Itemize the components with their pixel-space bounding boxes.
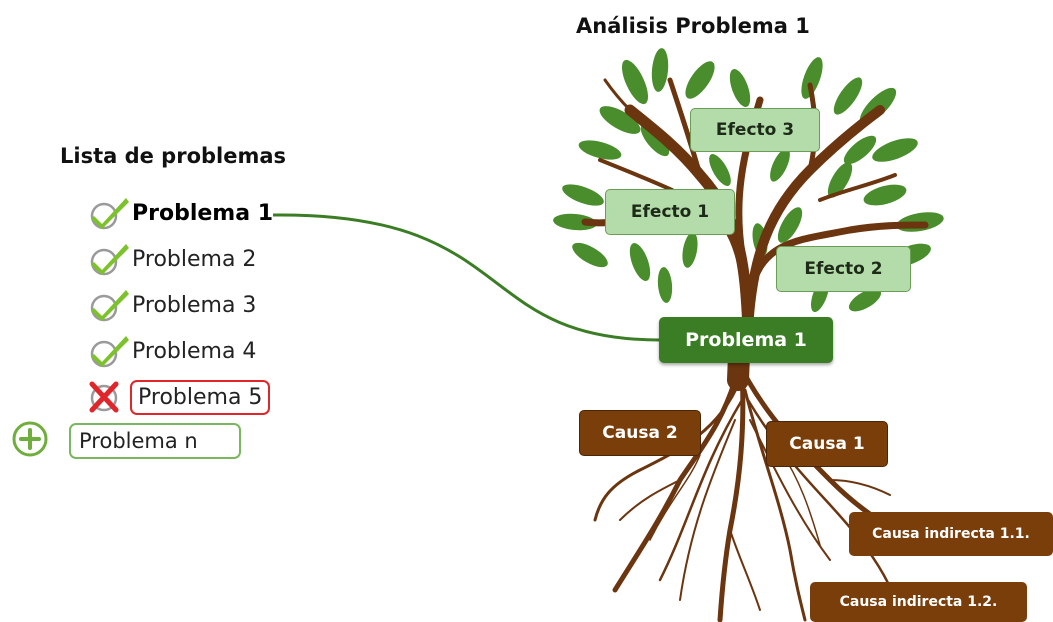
check-icon bbox=[86, 194, 134, 232]
error-x-icon bbox=[86, 378, 134, 416]
problem-label: Problema 2 bbox=[132, 246, 257, 272]
problem-label: Problema 4 bbox=[132, 338, 257, 364]
problem-list-item[interactable]: Problema 1 bbox=[86, 196, 273, 230]
problem-list-item[interactable]: Problema 3 bbox=[86, 288, 256, 322]
check-icon bbox=[86, 240, 134, 278]
central-problem-node[interactable]: Problema 1 bbox=[659, 317, 833, 363]
check-icon bbox=[86, 332, 134, 370]
list-title: Lista de problemas bbox=[60, 144, 287, 168]
new-problem-input[interactable] bbox=[69, 423, 241, 459]
indirect-cause-node[interactable]: Causa indirecta 1.1. bbox=[849, 512, 1053, 556]
problem-list-item[interactable]: Problema 2 bbox=[86, 242, 256, 276]
problem-label: Problema 5 bbox=[130, 379, 271, 415]
plus-circle-icon bbox=[12, 421, 48, 457]
cause-node[interactable]: Causa 1 bbox=[766, 421, 888, 467]
connector-line bbox=[272, 213, 661, 342]
problem-list-item[interactable]: Problema 4 bbox=[86, 334, 256, 368]
add-problem-button[interactable] bbox=[12, 421, 48, 457]
analysis-title: Análisis Problema 1 bbox=[576, 14, 810, 38]
effect-node[interactable]: Efecto 2 bbox=[776, 246, 911, 292]
effect-node[interactable]: Efecto 3 bbox=[690, 108, 820, 152]
check-icon bbox=[86, 286, 134, 324]
problem-list-item[interactable]: Problema 5 bbox=[86, 378, 271, 416]
effect-node[interactable]: Efecto 1 bbox=[605, 189, 735, 235]
cause-node[interactable]: Causa 2 bbox=[579, 410, 701, 456]
indirect-cause-node[interactable]: Causa indirecta 1.2. bbox=[810, 582, 1027, 622]
problem-label: Problema 1 bbox=[132, 200, 274, 226]
problem-label: Problema 3 bbox=[132, 292, 257, 318]
